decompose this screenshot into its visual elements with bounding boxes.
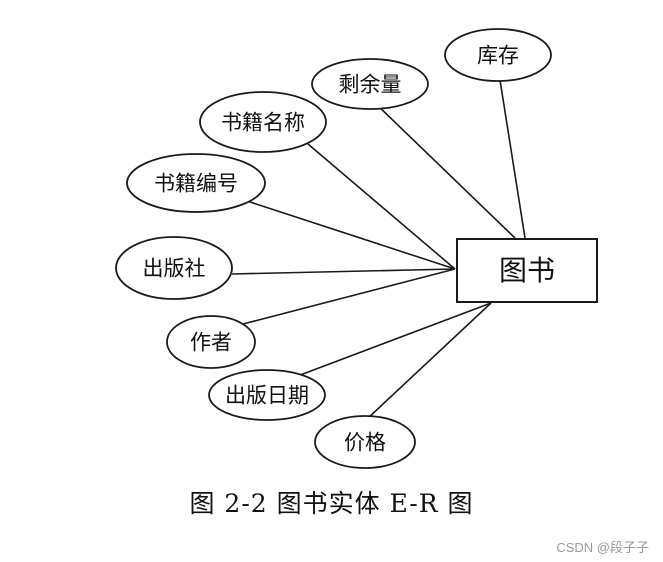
watermark: CSDN @段子子: [556, 540, 649, 555]
attribute-ellipse-author: [166, 315, 256, 369]
attribute-label-author: 作者: [190, 331, 232, 355]
attribute-ellipse-book-name: [199, 91, 327, 153]
attribute-ellipse-remaining: [311, 58, 429, 110]
entity-label: 图书: [499, 254, 555, 287]
connector-book-name: [307, 143, 456, 270]
connector-price: [366, 302, 492, 420]
attribute-label-stock: 库存: [477, 44, 519, 68]
attribute-ellipse-book-number: [126, 153, 266, 213]
attribute-ellipse-stock: [444, 28, 552, 82]
attribute-ellipse-publish-date: [208, 369, 326, 421]
attribute-book-number: 书籍编号: [126, 153, 266, 213]
entity-box: [456, 238, 598, 303]
attribute-ellipse-price: [314, 415, 416, 469]
figure-caption: 图 2-2 图书实体 E-R 图: [189, 489, 474, 518]
attribute-label-book-number: 书籍编号: [154, 172, 238, 196]
attribute-publish-date: 出版日期: [208, 369, 326, 421]
attribute-label-publish-date: 出版日期: [225, 384, 309, 408]
attribute-label-book-name: 书籍名称: [221, 111, 305, 135]
attribute-author: 作者: [166, 315, 256, 369]
connector-author: [242, 268, 456, 325]
connector-publisher: [231, 268, 456, 275]
attribute-label-price: 价格: [344, 431, 386, 455]
attribute-label-publisher: 出版社: [143, 257, 206, 281]
attribute-publisher: 出版社: [115, 236, 233, 300]
connector-stock: [499, 79, 526, 239]
entity-node: 图书: [456, 238, 598, 303]
attribute-label-remaining: 剩余量: [339, 73, 402, 97]
attribute-price: 价格: [314, 415, 416, 469]
attribute-remaining: 剩余量: [311, 58, 429, 110]
connector-publish-date: [294, 302, 492, 378]
attribute-ellipse-publisher: [115, 236, 233, 300]
attribute-book-name: 书籍名称: [199, 91, 327, 153]
connector-lines: [231, 79, 526, 420]
attribute-stock: 库存: [444, 28, 552, 82]
connector-book-number: [246, 200, 456, 270]
connector-remaining: [373, 101, 516, 239]
